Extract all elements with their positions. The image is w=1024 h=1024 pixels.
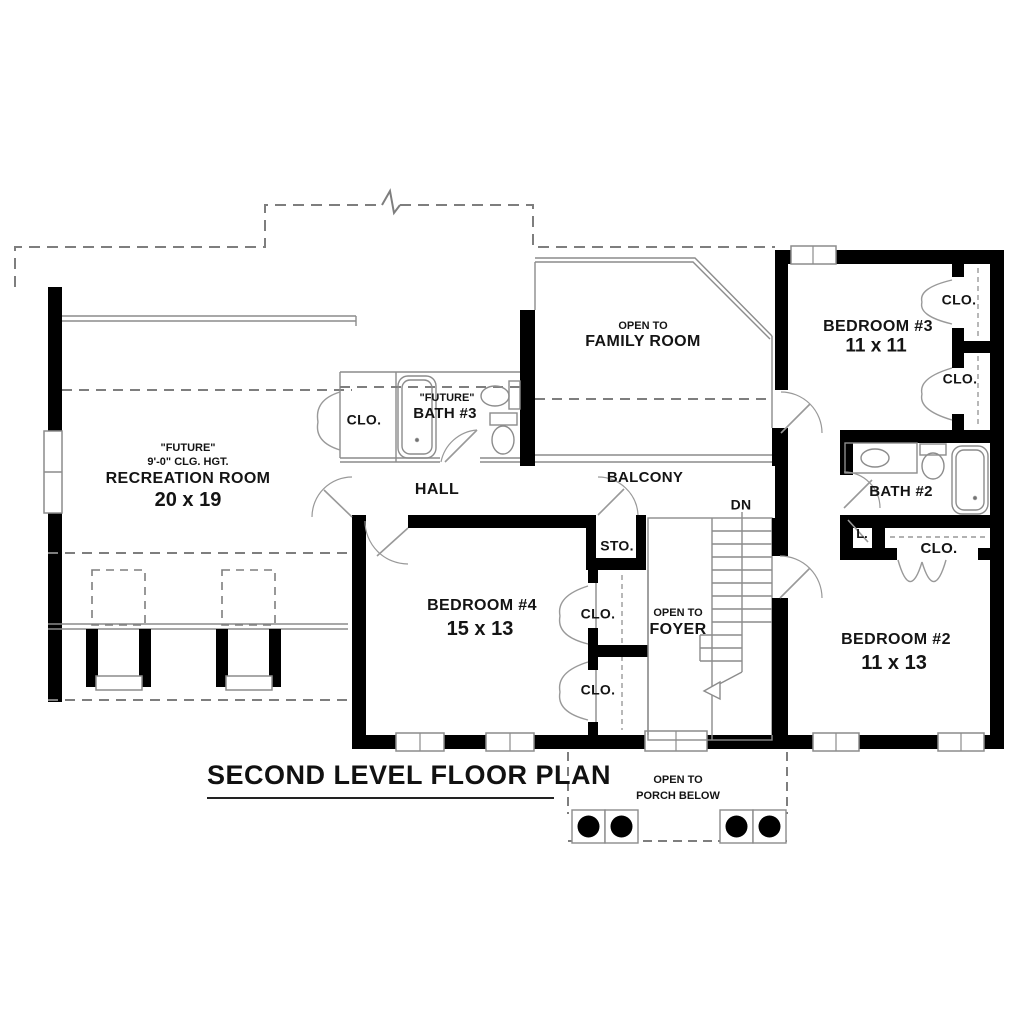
family-room-open-label: OPEN TO [618, 319, 668, 332]
foyer-label: FOYER [649, 621, 707, 639]
stair-direction-line [702, 512, 743, 701]
recreation-room-door [311, 476, 353, 518]
bath3-door [440, 429, 478, 463]
stairwell [647, 512, 773, 741]
bedroom2-door [779, 555, 823, 599]
storage-closet [586, 476, 646, 570]
bath2-walls [840, 430, 990, 560]
plan-title-underline [207, 797, 554, 799]
recreation-room-label: RECREATION ROOM [105, 470, 271, 488]
recreation-room-walls [48, 287, 62, 702]
recreation-room-future-label: "FUTURE" [160, 441, 216, 454]
roof-break-symbol [381, 188, 401, 216]
stairs-dn-label: DN [730, 496, 752, 513]
stair-arrow [702, 680, 721, 701]
roof-outline-dashed [14, 204, 775, 287]
bedroom4-door [364, 520, 409, 565]
family-room-outline [534, 257, 773, 428]
recreation-room-knee-walls [48, 315, 357, 630]
family-room-left-wall [520, 310, 535, 466]
balcony-label: BALCONY [606, 468, 684, 486]
bath3-tub [397, 375, 437, 459]
bedroom4-closet-upper-label: CLO. [580, 605, 616, 622]
foyer-open-label: OPEN TO [653, 606, 703, 619]
bath2-toilet [919, 443, 947, 480]
hall-closet-bifold-door [316, 391, 341, 451]
bedroom3-walls [775, 264, 1004, 518]
hall-bottom-wall [352, 515, 596, 528]
dormer-2 [216, 569, 281, 691]
bedroom3-closet-upper-label: CLO. [941, 291, 977, 308]
porch-below-label: PORCH BELOW [636, 789, 720, 802]
bedroom2-size: 11 x 13 [861, 652, 927, 674]
bedroom3-closet-bifold-doors [920, 279, 953, 421]
bath3-label: BATH #3 [413, 404, 477, 422]
bath2-vanity [844, 442, 918, 474]
bedroom4-label: BEDROOM #4 [427, 597, 537, 615]
balcony-rail [535, 454, 772, 463]
recreation-room-ceiling-label: 9'-0" CLG. HGT. [147, 455, 229, 468]
bath2-tub [951, 445, 989, 515]
bath2-door [843, 471, 881, 509]
recreation-room-roof-lines-dashed [48, 389, 352, 701]
bedroom2-left-wall [772, 518, 788, 735]
porch-columns [571, 809, 787, 844]
bath2-closet-bifold-doors [897, 559, 947, 583]
storage-door [597, 476, 639, 516]
porch-open-label: OPEN TO [653, 773, 703, 786]
bedroom4-closet-lower-label: CLO. [580, 681, 616, 698]
dormer-1 [86, 569, 151, 691]
bath2-label: BATH #2 [869, 482, 933, 500]
stair-treads [699, 530, 772, 662]
recreation-room-size: 20 x 19 [154, 489, 222, 511]
bedroom3-door [780, 391, 823, 434]
bedroom2-label: BEDROOM #2 [841, 631, 951, 649]
plan-title: SECOND LEVEL FLOOR PLAN [207, 760, 612, 790]
bath3-sink [480, 380, 521, 410]
bedroom4-closet-bifold-doors [558, 585, 589, 721]
bath3-future-label: "FUTURE" [419, 391, 475, 404]
storage-label: STO. [600, 537, 634, 554]
linen-closet-label: L. [856, 525, 868, 541]
bedroom3-closet-lower-label: CLO. [942, 370, 978, 387]
bedroom4-closets [558, 570, 649, 735]
bedroom3-size: 11 x 11 [845, 335, 907, 357]
hall-closet-label: CLO. [346, 411, 382, 428]
bottom-window-mullions [419, 731, 962, 751]
bedroom3-label: BEDROOM #3 [823, 318, 933, 336]
bath2-closet-label: CLO. [920, 539, 958, 557]
family-room-label: FAMILY ROOM [585, 333, 701, 351]
bath3-toilet [489, 412, 518, 455]
linen-closet-door [847, 519, 869, 543]
bedroom4-size: 15 x 13 [446, 618, 514, 640]
hall-label: HALL [414, 481, 460, 499]
